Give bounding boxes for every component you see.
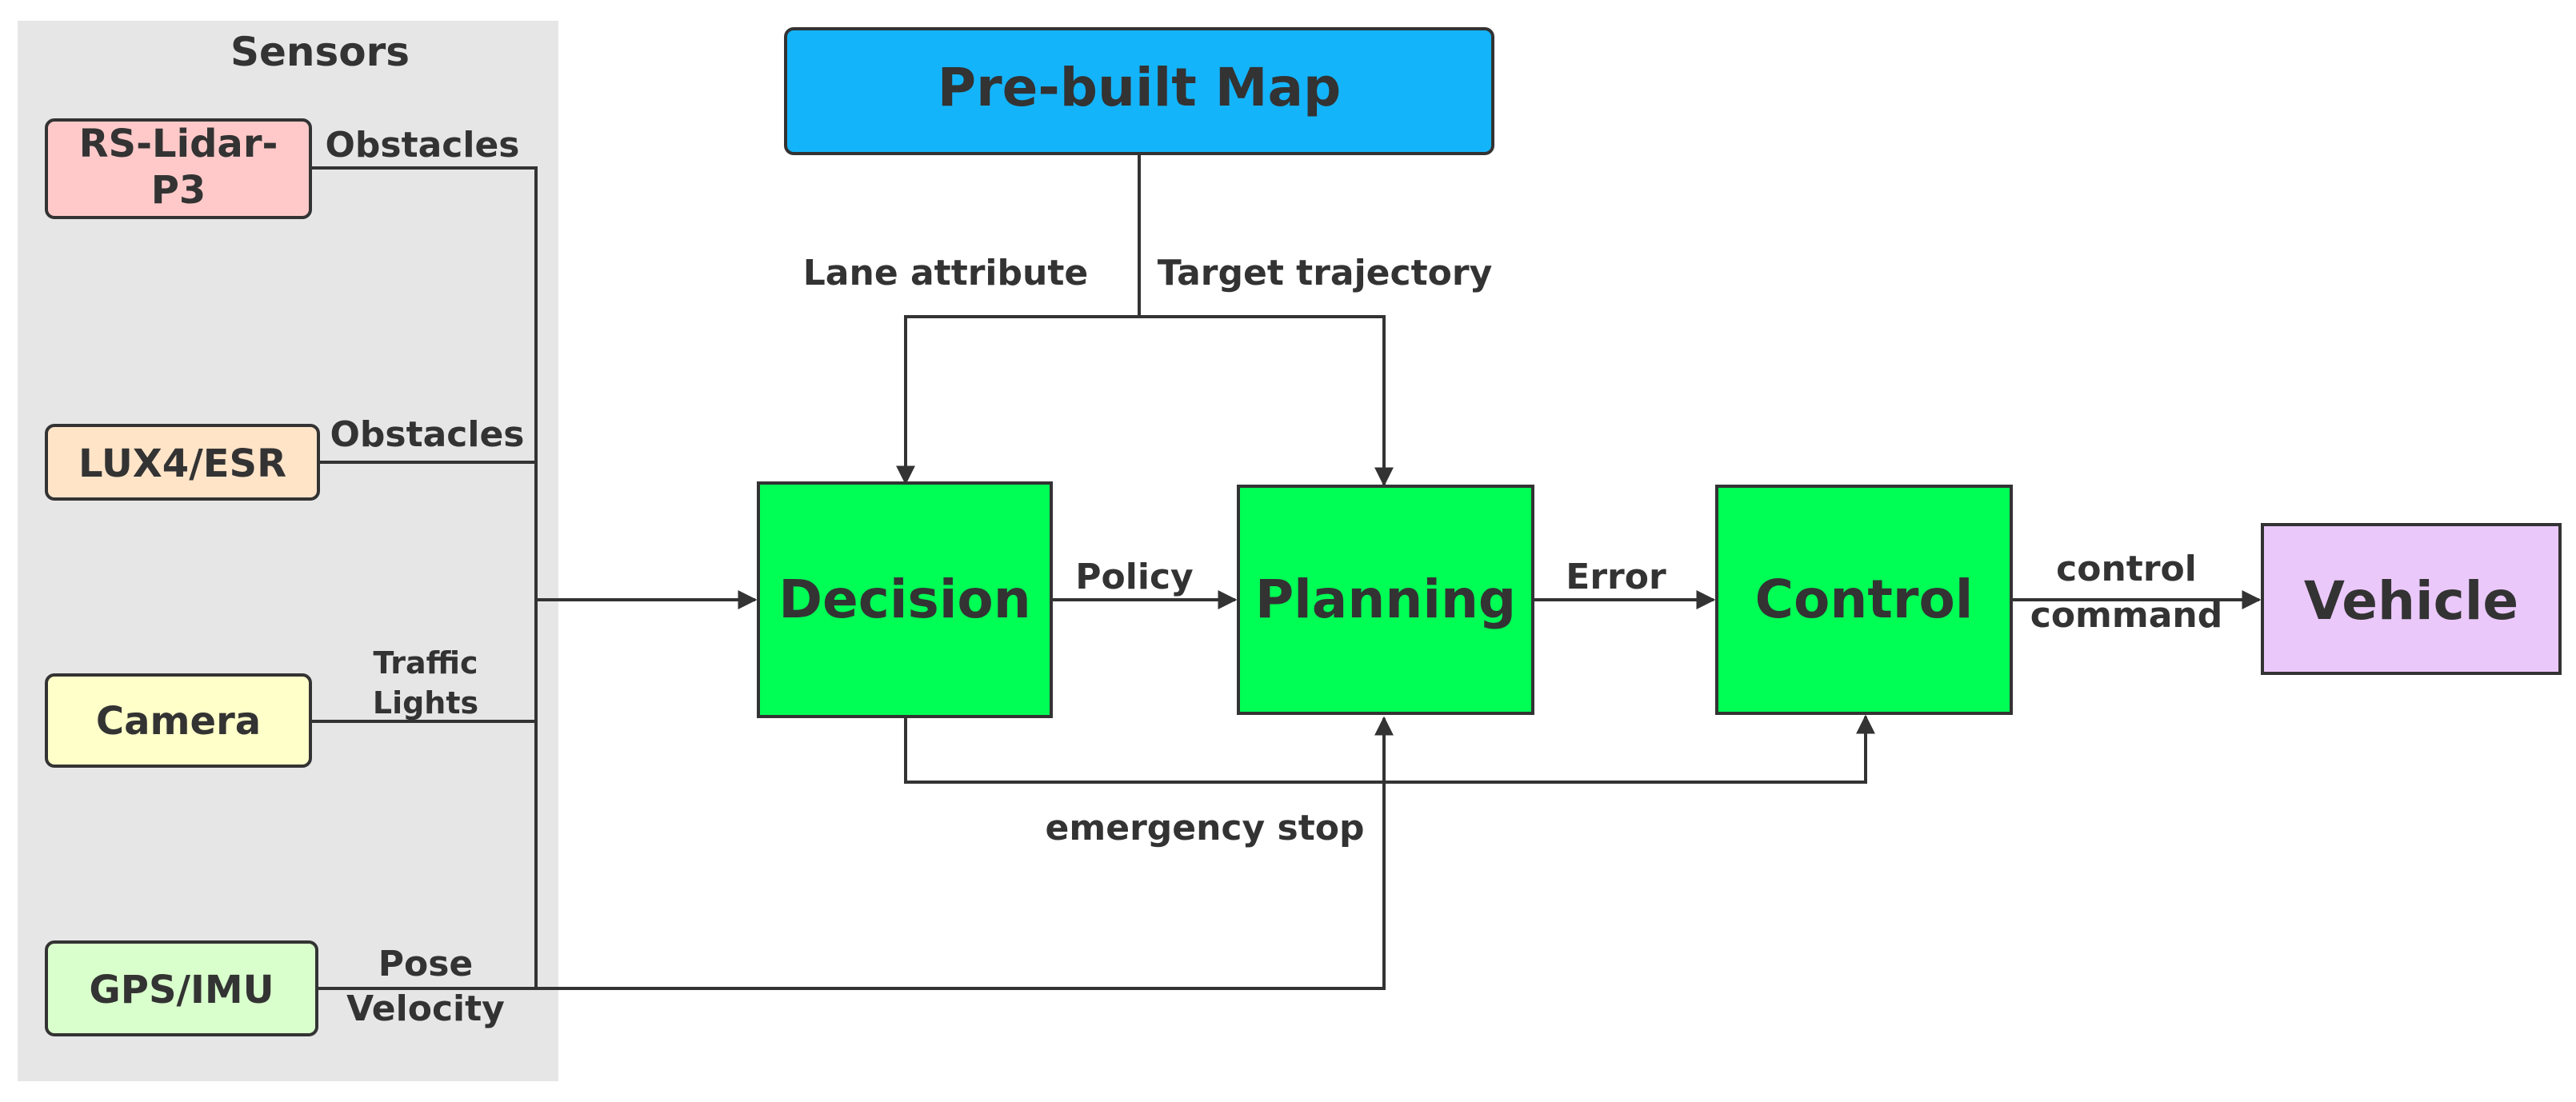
map-to-planning-arrow: [1139, 315, 1394, 487]
sensor-gps-label: GPS/IMU: [89, 968, 274, 1012]
decision-box: Decision: [757, 481, 1053, 718]
map-to-decision-arrow: [896, 315, 1139, 485]
sensor-gps-box: GPS/IMU: [45, 940, 318, 1036]
emergency-stop-label: emergency stop: [1046, 808, 1365, 848]
control-command-label-line1: control: [2056, 549, 2197, 589]
sensors-panel-title: Sensors: [230, 29, 410, 75]
sensor-camera-label: Camera: [96, 699, 261, 744]
planning-label: Planning: [1255, 569, 1516, 630]
gps-output-label-line1: Pose: [378, 944, 474, 984]
sensor-bus-wires: [310, 166, 1394, 990]
gps-to-planning-arrow: [317, 716, 1394, 990]
target-trajectory-label: Target trajectory: [1158, 253, 1493, 293]
prebuilt-map-box: Pre-built Map: [784, 27, 1494, 155]
control-box: Control: [1715, 485, 2013, 715]
sensor-lidar-box: RS-Lidar- P3: [45, 118, 312, 219]
control-command-label-line2: command: [2030, 595, 2223, 636]
decision-label: Decision: [778, 569, 1031, 630]
lidar-output-label: Obstacles: [325, 125, 519, 166]
vehicle-label: Vehicle: [2304, 570, 2518, 632]
gps-output-label-line2: Velocity: [346, 988, 505, 1029]
sensor-lux-box: LUX4/ESR: [45, 424, 320, 501]
control-label: Control: [1755, 569, 1974, 630]
planning-box: Planning: [1237, 485, 1534, 715]
policy-label: Policy: [1075, 557, 1193, 597]
module-wires: [904, 590, 2262, 784]
error-label: Error: [1566, 557, 1666, 597]
camera-output-label-line2: Lights: [373, 685, 478, 721]
sensor-lux-label: LUX4/ESR: [78, 441, 286, 486]
map-wires: [896, 154, 1394, 487]
lux-output-label: Obstacles: [330, 414, 524, 455]
lane-attribute-label: Lane attribute: [803, 253, 1088, 293]
sensor-camera-box: Camera: [45, 673, 312, 768]
camera-output-label-line1: Traffic: [373, 645, 478, 681]
vehicle-box: Vehicle: [2261, 523, 2562, 675]
sensor-lidar-label-line1: RS-Lidar-: [79, 122, 278, 166]
prebuilt-map-label: Pre-built Map: [938, 57, 1342, 118]
emergency-stop-arrow: [904, 714, 1875, 784]
sensor-lidar-label-line2: P3: [151, 168, 206, 213]
